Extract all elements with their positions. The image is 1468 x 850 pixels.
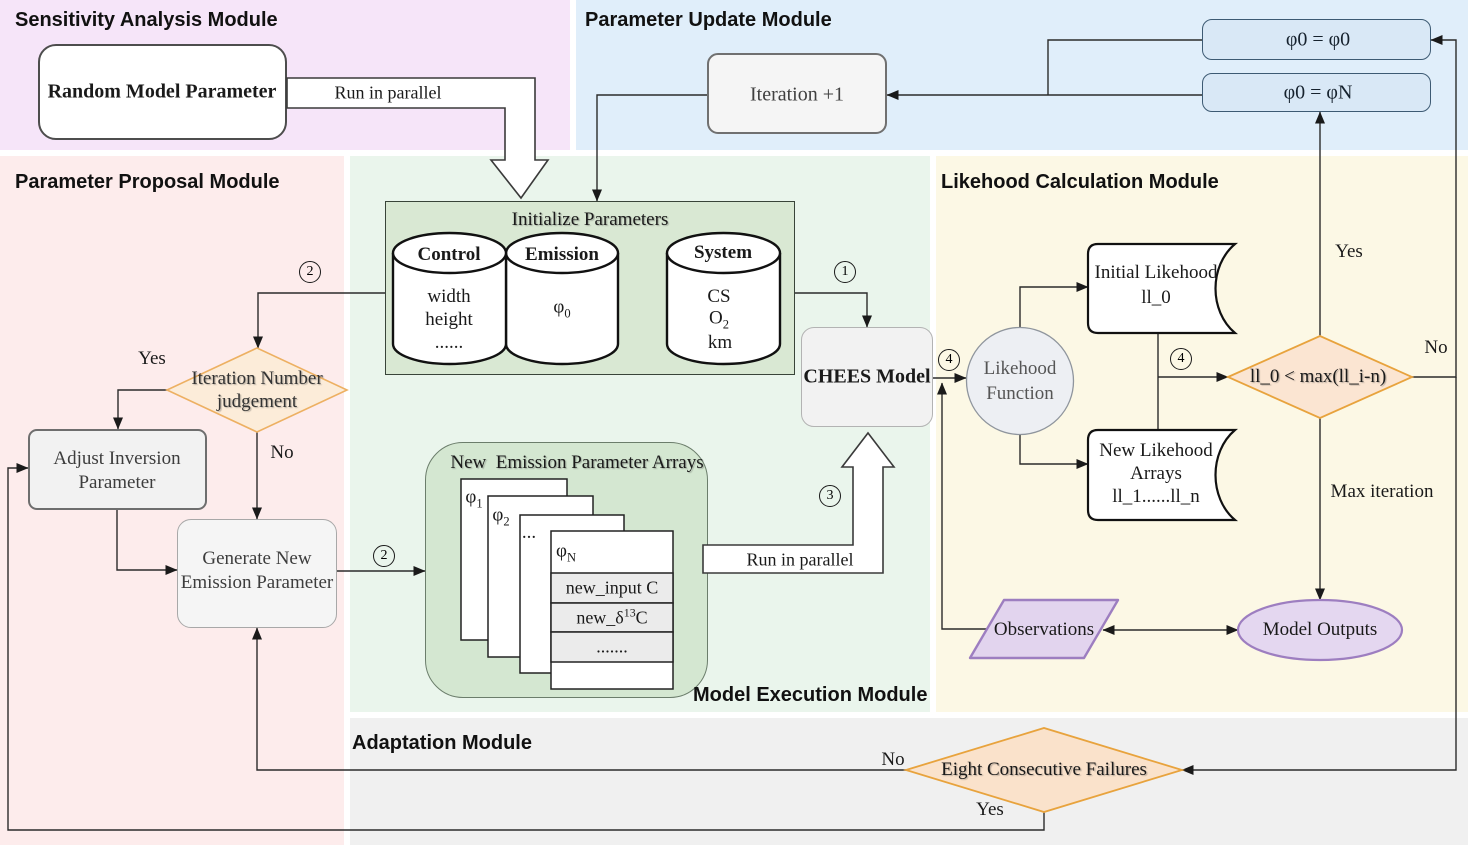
circled-3: 3	[819, 485, 841, 507]
edge-no-to-eight-failures	[1181, 377, 1457, 775]
new-likelihood-doc	[1086, 428, 1238, 522]
parameter-update-module-title: Parameter Update Module	[585, 9, 832, 31]
max-iteration-label: Max iteration	[1330, 481, 1434, 502]
model-outputs-ellipse	[1236, 598, 1404, 662]
generate-line2: Emission Parameter	[180, 572, 334, 593]
initialize-parameters-title: Initialize Parameters	[511, 209, 669, 230]
edge-failures-no-to-generate	[252, 627, 906, 771]
random-model-parameter-box	[38, 44, 287, 140]
adaptation-module-title: Adaptation Module	[352, 732, 532, 754]
run-parallel-top-label: Run in parallel	[334, 82, 442, 103]
phiN-row3-label: .......	[596, 636, 628, 657]
yes-judgement-label: Yes	[138, 348, 166, 369]
phi1-label: φ1	[465, 486, 483, 511]
circled-4a: 4	[938, 349, 960, 371]
phiN-label: φN	[555, 540, 577, 565]
observations-label: Observations	[993, 619, 1095, 640]
parameter-proposal-module-title: Parameter Proposal Module	[15, 171, 280, 193]
phi0-eq-phi0-box	[1202, 19, 1431, 60]
new-ll-line3: ll_1......ll_n	[1112, 486, 1200, 507]
eight-failures-label: Eight Consecutive Failures	[941, 759, 1147, 780]
edge-fn-to-new-ll	[1019, 435, 1089, 469]
likelihood-fn-line1: Likehood	[983, 358, 1057, 379]
likelihood-module-title: Likehood Calculation Module	[941, 171, 1219, 193]
adjust-inversion-box	[28, 429, 207, 510]
observations-parallelogram	[968, 598, 1120, 660]
adjust-line1: Adjust Inversion	[53, 448, 181, 469]
ll-decision-diamond	[1225, 335, 1415, 419]
system-line2: O2	[709, 307, 729, 332]
edge-failures-yes-to-adjust	[7, 463, 1045, 831]
system-line3: km	[707, 332, 733, 353]
circled-1: 1	[834, 261, 856, 283]
yes-ll-label: Yes	[1335, 241, 1363, 262]
system-cylinder	[665, 231, 782, 366]
system-line1: CS	[707, 286, 731, 307]
likelihood-function-circle	[965, 326, 1075, 436]
chees-model-box	[801, 327, 933, 427]
edge-adjust-to-generate	[116, 510, 178, 575]
judgement-line1: Iteration Number	[191, 368, 323, 389]
iteration-judgement-diamond	[165, 347, 349, 433]
edge-phi0-to-junction	[1047, 39, 1202, 95]
chees-model-label: CHEES Model	[803, 365, 931, 388]
new-emission-arrays-title: New Emission Parameter Arrays	[450, 452, 704, 473]
model-outputs-label: Model Outputs	[1262, 619, 1378, 640]
control-line2: height	[425, 309, 473, 330]
run-parallel-top-arrow	[286, 77, 550, 200]
phi0-eq-phi0-label: φ0 = φ0	[1285, 28, 1351, 51]
ll-decision-label: ll_0 < max(ll_i-n)	[1249, 366, 1387, 387]
initial-ll-line2: ll_0	[1141, 287, 1171, 308]
emission-cylinder	[504, 231, 620, 366]
random-model-parameter-label: Random Model Parameter	[47, 80, 277, 103]
control-cylinder	[391, 231, 508, 366]
edge-judgement-to-adjust	[113, 389, 167, 430]
likelihood-fn-line2: Function	[986, 383, 1054, 404]
phiN-row2-label: new_δ13C	[576, 605, 648, 628]
phiN-row3	[550, 631, 674, 663]
control-cylinder-title: Control	[417, 244, 481, 265]
adjust-line2: Parameter	[78, 472, 156, 493]
control-line1: width	[427, 286, 471, 307]
judgement-line2: judgement	[216, 391, 298, 412]
iteration-plus-one-label: Iteration +1	[749, 83, 845, 106]
generate-line1: Generate New	[202, 548, 312, 569]
edge-iteration-to-initialize	[592, 94, 707, 202]
system-cylinder-title: System	[693, 242, 753, 263]
phiN-row2	[550, 602, 674, 633]
model-execution-module-title: Model Execution Module	[693, 684, 928, 706]
phi3-label: ...	[521, 522, 537, 543]
circled-2a: 2	[299, 261, 321, 283]
no-failures-label: No	[881, 749, 905, 770]
run-parallel-mid-label: Run in parallel	[746, 549, 854, 570]
no-judgement-label: No	[270, 442, 294, 463]
new-ll-line2: Arrays	[1130, 463, 1182, 484]
run-parallel-mid-arrow	[702, 431, 896, 574]
edge-observations-to-likelihood-fn	[937, 382, 988, 630]
adaptation-module-bg	[350, 718, 1468, 845]
initial-likelihood-doc	[1086, 242, 1238, 335]
yes-failures-label: Yes	[976, 799, 1004, 820]
circled-4b: 4	[1170, 348, 1192, 370]
edge-fn-to-initial-ll	[1019, 282, 1089, 327]
circled-2b: 2	[373, 545, 395, 567]
edge-initialize-to-chees	[795, 292, 872, 328]
eight-failures-diamond	[902, 727, 1186, 813]
edge-no-to-phi0	[1412, 35, 1457, 378]
no-ll-label: No	[1424, 337, 1448, 358]
emission-phi-label: φ0	[553, 296, 571, 321]
phi0-eq-phiN-label: φ0 = φN	[1283, 81, 1353, 104]
phiN-row1-label: new_input C	[565, 577, 659, 598]
phi2-label: φ2	[492, 504, 510, 529]
sensitivity-module-title: Sensitivity Analysis Module	[15, 9, 278, 31]
edge-initialize-to-judgement	[253, 292, 385, 349]
iteration-plus-one-box	[707, 53, 887, 134]
emission-cylinder-title: Emission	[525, 244, 599, 265]
initial-ll-line1: Initial Likehood	[1094, 262, 1218, 283]
new-ll-line1: New Likehood	[1099, 440, 1213, 461]
control-line3: ......	[434, 332, 464, 353]
